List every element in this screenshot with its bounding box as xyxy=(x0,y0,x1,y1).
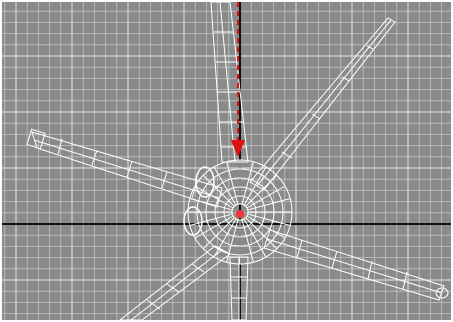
hub-spoke xyxy=(189,213,233,226)
hub-spoke xyxy=(213,218,237,258)
blade-upper-right[interactable] xyxy=(249,17,396,191)
pivot-point xyxy=(236,210,244,218)
blade-top[interactable] xyxy=(210,2,249,163)
hub-spoke xyxy=(241,161,254,205)
hub-spoke xyxy=(247,213,291,226)
hub-spoke xyxy=(213,166,237,206)
blade-bottom[interactable] xyxy=(119,245,231,320)
hub-spoke xyxy=(243,218,267,258)
blade-lower-right[interactable] xyxy=(263,229,449,301)
hub-spoke xyxy=(245,174,278,207)
hub[interactable] xyxy=(187,159,293,265)
blade-left[interactable] xyxy=(26,128,223,208)
dashed-down-arrow-icon xyxy=(231,2,245,157)
hub-spoke xyxy=(241,219,254,263)
shaft-bottom[interactable] xyxy=(229,256,249,320)
hub-spoke xyxy=(246,185,286,209)
grid-minor-lines xyxy=(2,2,451,320)
hub-spoke xyxy=(247,198,291,211)
hub-spoke xyxy=(226,219,239,263)
hub-spoke xyxy=(202,174,235,207)
hub-spoke xyxy=(189,198,233,211)
hub-spoke xyxy=(245,217,278,250)
hub-spoke xyxy=(243,166,267,206)
hub-spoke xyxy=(194,185,234,209)
hub-spoke xyxy=(194,215,234,239)
hub-spoke xyxy=(202,217,235,250)
viewport-background xyxy=(2,2,451,320)
side-lobe-upper xyxy=(195,166,215,198)
propeller-model[interactable] xyxy=(26,2,449,320)
viewport-canvas[interactable] xyxy=(2,2,451,320)
hub-spoke xyxy=(226,161,239,205)
hub-spoke xyxy=(246,215,286,239)
